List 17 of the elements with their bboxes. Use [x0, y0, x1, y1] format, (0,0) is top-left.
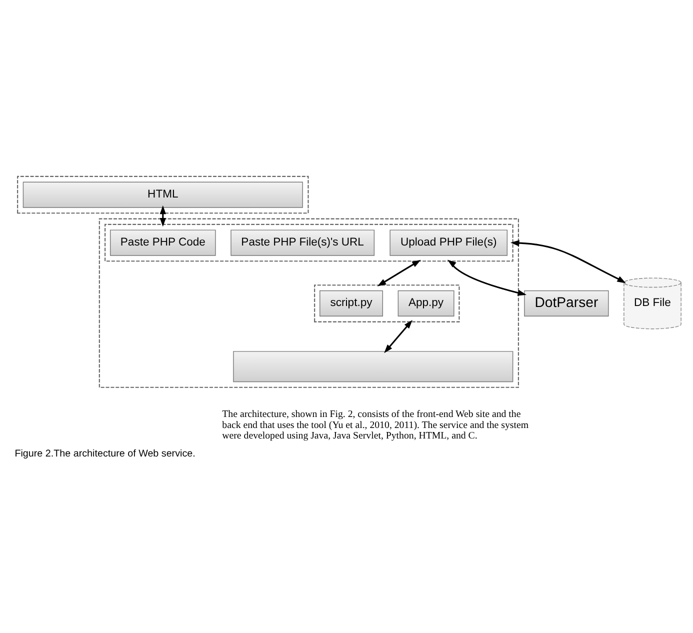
node-box: HTML: [22, 182, 303, 208]
node-box: DotParser: [524, 290, 609, 316]
arrow: [384, 320, 412, 354]
cluster: [314, 284, 460, 322]
node-box: Paste PHP File(s)'s URL: [230, 230, 375, 256]
node-box: script.py: [320, 290, 383, 316]
cluster: [104, 224, 514, 262]
node-box: App.py: [398, 290, 454, 316]
node-box: Upload PHP File(s): [390, 230, 508, 256]
node-box: Paste PHP Code: [110, 230, 216, 256]
caption: Figure 2.The architecture of Web service.: [14, 448, 196, 460]
arrow: [160, 205, 166, 227]
label: The architecture, shown in Fig. 2, consists of the front-end Web site and the back end that uses the tool (Yu et al., 2010, 2011). The service and the system were developed using Java, Java Servlet, Python, HTML, and C.: [222, 409, 529, 442]
arrow: [377, 260, 421, 286]
arrow: [447, 260, 526, 296]
node-box: [233, 351, 514, 382]
arrow: [510, 240, 626, 284]
